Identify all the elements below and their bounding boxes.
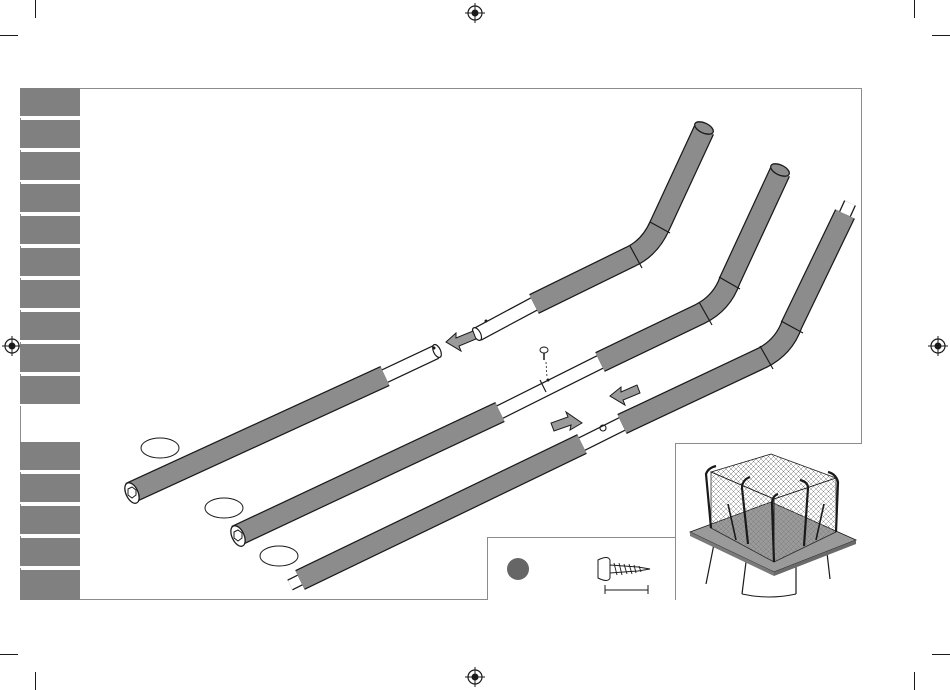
screw-icon bbox=[540, 347, 548, 377]
arrow-right-icon bbox=[551, 412, 582, 431]
trampoline-inset bbox=[675, 443, 862, 600]
part-label-oval bbox=[260, 546, 298, 566]
dot-marker-icon bbox=[507, 558, 529, 580]
part-label-oval bbox=[205, 498, 243, 518]
length-dimension-icon bbox=[605, 585, 648, 594]
hardware-box bbox=[487, 537, 675, 600]
trampoline-icon bbox=[676, 444, 862, 600]
arrow-left-icon bbox=[610, 385, 640, 405]
screw-icon bbox=[598, 558, 650, 581]
part-label-oval bbox=[141, 438, 179, 458]
arrow-left-icon bbox=[446, 331, 476, 351]
